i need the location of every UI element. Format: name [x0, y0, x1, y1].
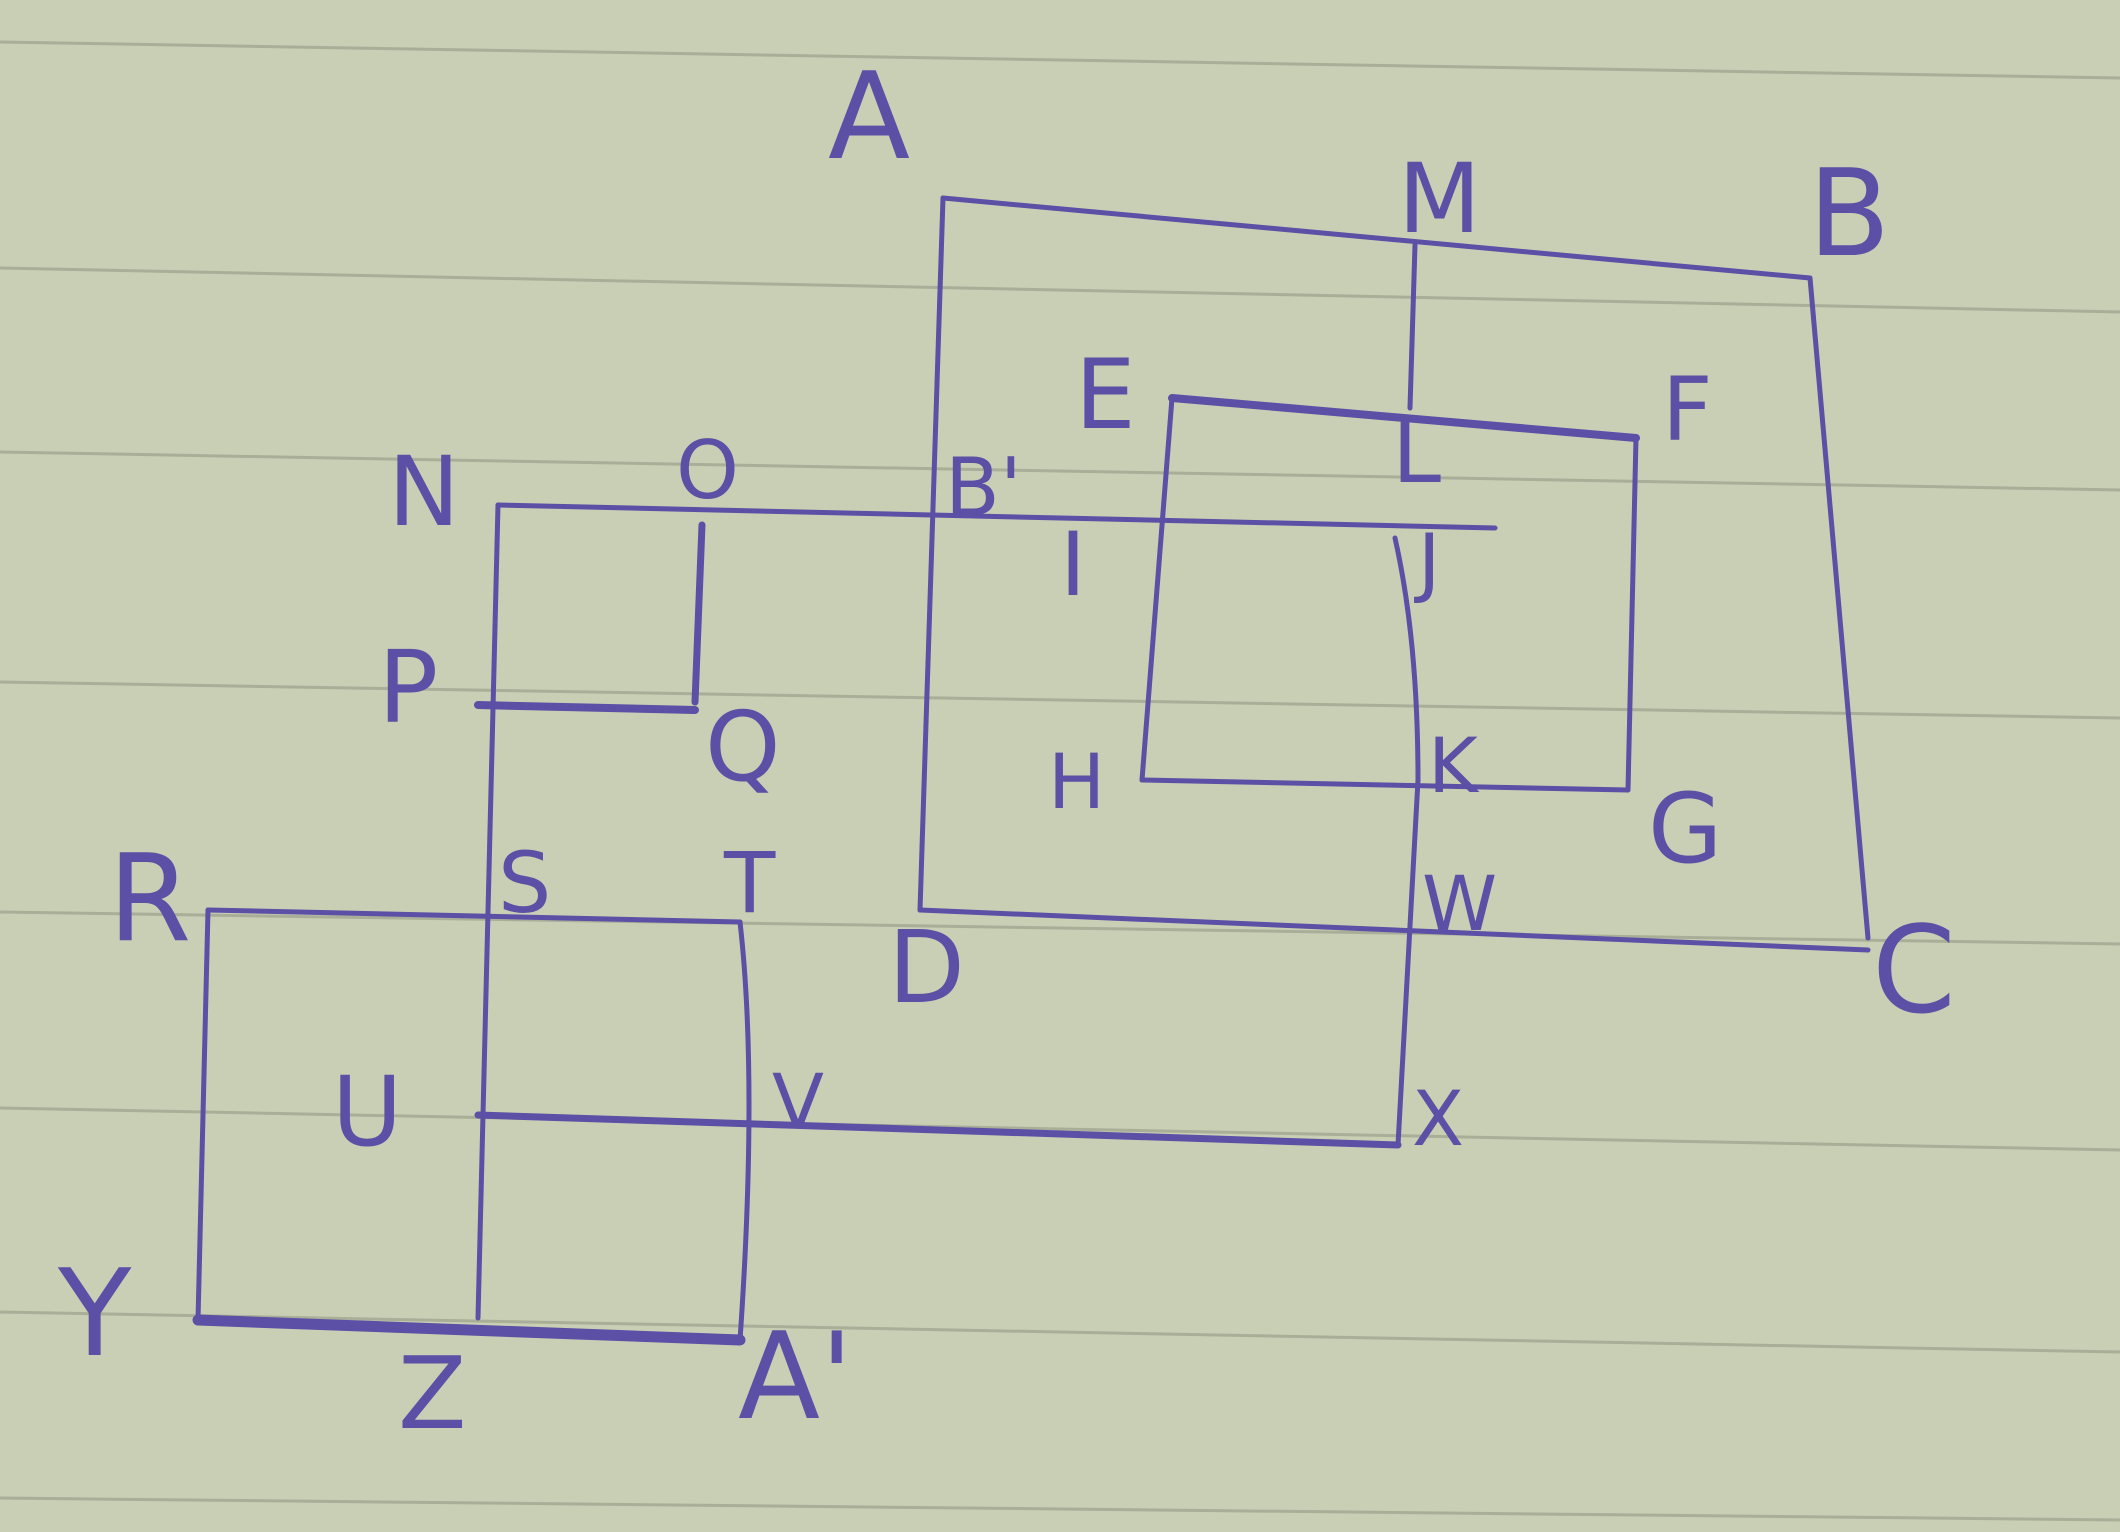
drawn-lines: [192, 195, 1871, 1346]
rule-line: [0, 266, 2120, 314]
rule-line: [0, 910, 2120, 946]
label-s: S: [498, 834, 551, 932]
line-r-y: [195, 907, 211, 1323]
rule-line: [0, 1106, 2120, 1152]
label-w: W: [1422, 859, 1497, 948]
rule-line: [0, 1496, 2120, 1522]
line-e-f: [1168, 394, 1640, 442]
label-x: X: [1412, 1074, 1464, 1163]
line-t-aprime: [737, 919, 752, 1343]
line-a-d: [917, 195, 946, 913]
label-d: D: [888, 909, 965, 1026]
rule-line: [0, 680, 2120, 720]
label-b: B: [1808, 145, 1890, 284]
label-l: L: [1392, 400, 1441, 503]
label-m: M: [1398, 143, 1481, 255]
line-j-k: [1392, 535, 1421, 783]
rule-line: [0, 450, 2120, 492]
line-n-z: [475, 502, 501, 1321]
point-labels: A B C D E F G H I J K L M N O P Q R S T …: [57, 48, 1956, 1452]
label-b-prime: B': [945, 441, 1022, 534]
line-h-g: [1139, 777, 1631, 793]
line-f-g: [1625, 435, 1639, 793]
label-u: U: [332, 1056, 402, 1168]
line-m-l: [1407, 242, 1418, 411]
ruled-lines: [0, 40, 2120, 1522]
rule-line: [0, 40, 2120, 80]
label-k: K: [1428, 721, 1480, 810]
line-p-q: [474, 701, 699, 714]
line-d-c: [917, 907, 1871, 953]
label-a-prime: A': [738, 1308, 853, 1447]
label-v: V: [772, 1057, 824, 1146]
label-n: N: [388, 436, 460, 548]
line-u-x: [474, 1111, 1402, 1149]
label-a: A: [828, 48, 910, 187]
line-e-h: [1139, 395, 1175, 783]
label-e: E: [1075, 339, 1136, 451]
label-p: P: [378, 629, 438, 746]
line-n-j: [495, 502, 1498, 531]
line-k-x: [1395, 777, 1421, 1148]
label-i: I: [1060, 513, 1086, 616]
label-j: J: [1414, 517, 1440, 606]
label-r: R: [108, 830, 191, 969]
label-z: Z: [398, 1335, 467, 1452]
rule-line: [0, 1310, 2120, 1354]
line-r-t: [205, 907, 743, 925]
label-g: G: [1648, 773, 1722, 885]
label-y: Y: [57, 1245, 132, 1384]
label-c: C: [1872, 902, 1956, 1041]
label-o: O: [676, 424, 739, 517]
label-t: T: [723, 834, 776, 932]
label-q: Q: [705, 691, 781, 803]
line-y-aprime: [192, 1314, 746, 1346]
label-f: F: [1662, 358, 1713, 461]
line-o-q: [691, 521, 706, 706]
line-a-b: [940, 195, 1813, 281]
label-h: H: [1048, 737, 1105, 826]
line-b-c: [1807, 275, 1871, 941]
